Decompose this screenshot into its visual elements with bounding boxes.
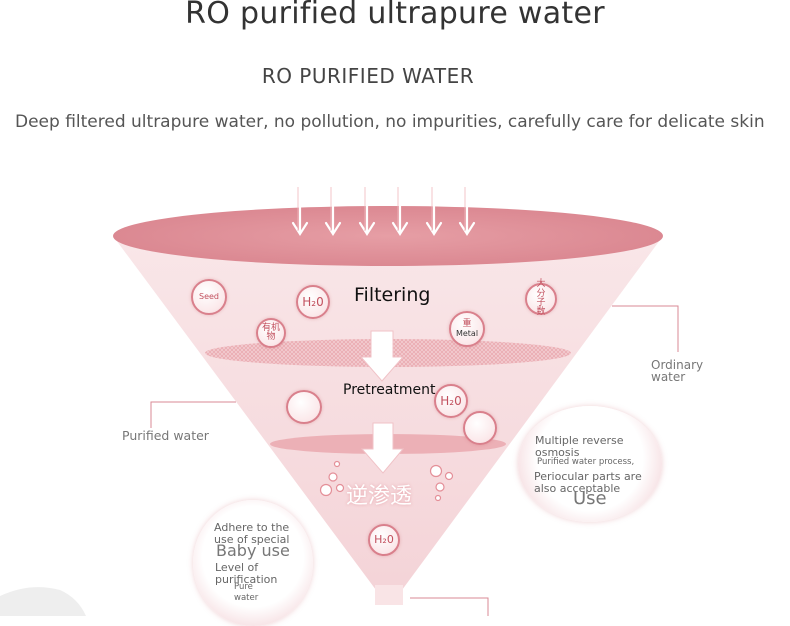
bubbles [319,460,454,502]
use-bubble-line2: Purified water process, [537,457,635,467]
stage-filtering-label: Filtering [354,284,431,306]
baby-bubble-title: Baby use [216,541,290,560]
page-description: Deep filtered ultrapure water, no pollut… [15,112,765,132]
page-title: RO purified ultrapure water [185,0,605,31]
seed-particle-icon: Seed [191,279,227,315]
stage-reverse-osmosis-label: 逆渗透 [346,484,413,509]
h2o-molecule-icon: H₂0 [434,384,468,418]
arrow-down-icon [425,185,443,237]
metal-particle-cn: 重 [462,319,472,330]
use-bubble [518,406,662,522]
funnel-top [113,206,663,266]
page-subtitle: RO PURIFIED WATER [261,64,475,88]
arrow-down-icon [324,185,342,237]
use-bubble-line3: Periocular parts are also acceptable [534,470,642,495]
use-bubble-title: Use [573,488,607,509]
purified-water-label: Purified water [122,428,209,443]
baby-bubble-line3: Pure water [234,582,259,603]
macromolecule-particle-icon: 大分子数 [525,279,557,317]
metal-particle-label: Metal [455,328,479,338]
incoming-arrows [291,185,476,237]
impurity-particle-icon [286,390,322,424]
arrow-down-icon [291,185,309,237]
baby-bubble-line2: Level of purification [215,561,278,586]
stage-arrow-icon [359,330,405,382]
arrow-down-icon [358,185,376,237]
metal-particle-icon: 重 Metal [449,311,485,347]
baby-use-bubble [193,500,313,626]
arrow-down-icon [458,185,476,237]
h2o-molecule-icon: H₂0 [368,524,400,556]
funnel-spout [375,585,403,605]
arrow-down-icon [391,185,409,237]
baby-bubble-line1: Adhere to the use of special [214,521,290,546]
funnel-body [116,240,660,604]
stage-arrow-icon [360,422,405,474]
stage-pretreatment-label: Pretreatment [343,382,436,398]
use-bubble-line1: Multiple reverse osmosis [535,434,624,459]
ordinary-water-label: Ordinary water [651,358,704,384]
organic-particle-icon: 有机物 [256,318,286,348]
decorative-blob [0,587,86,616]
h2o-molecule-icon: H₂0 [296,285,330,319]
leader-lines [150,305,679,616]
impurity-particle-icon [463,411,497,445]
